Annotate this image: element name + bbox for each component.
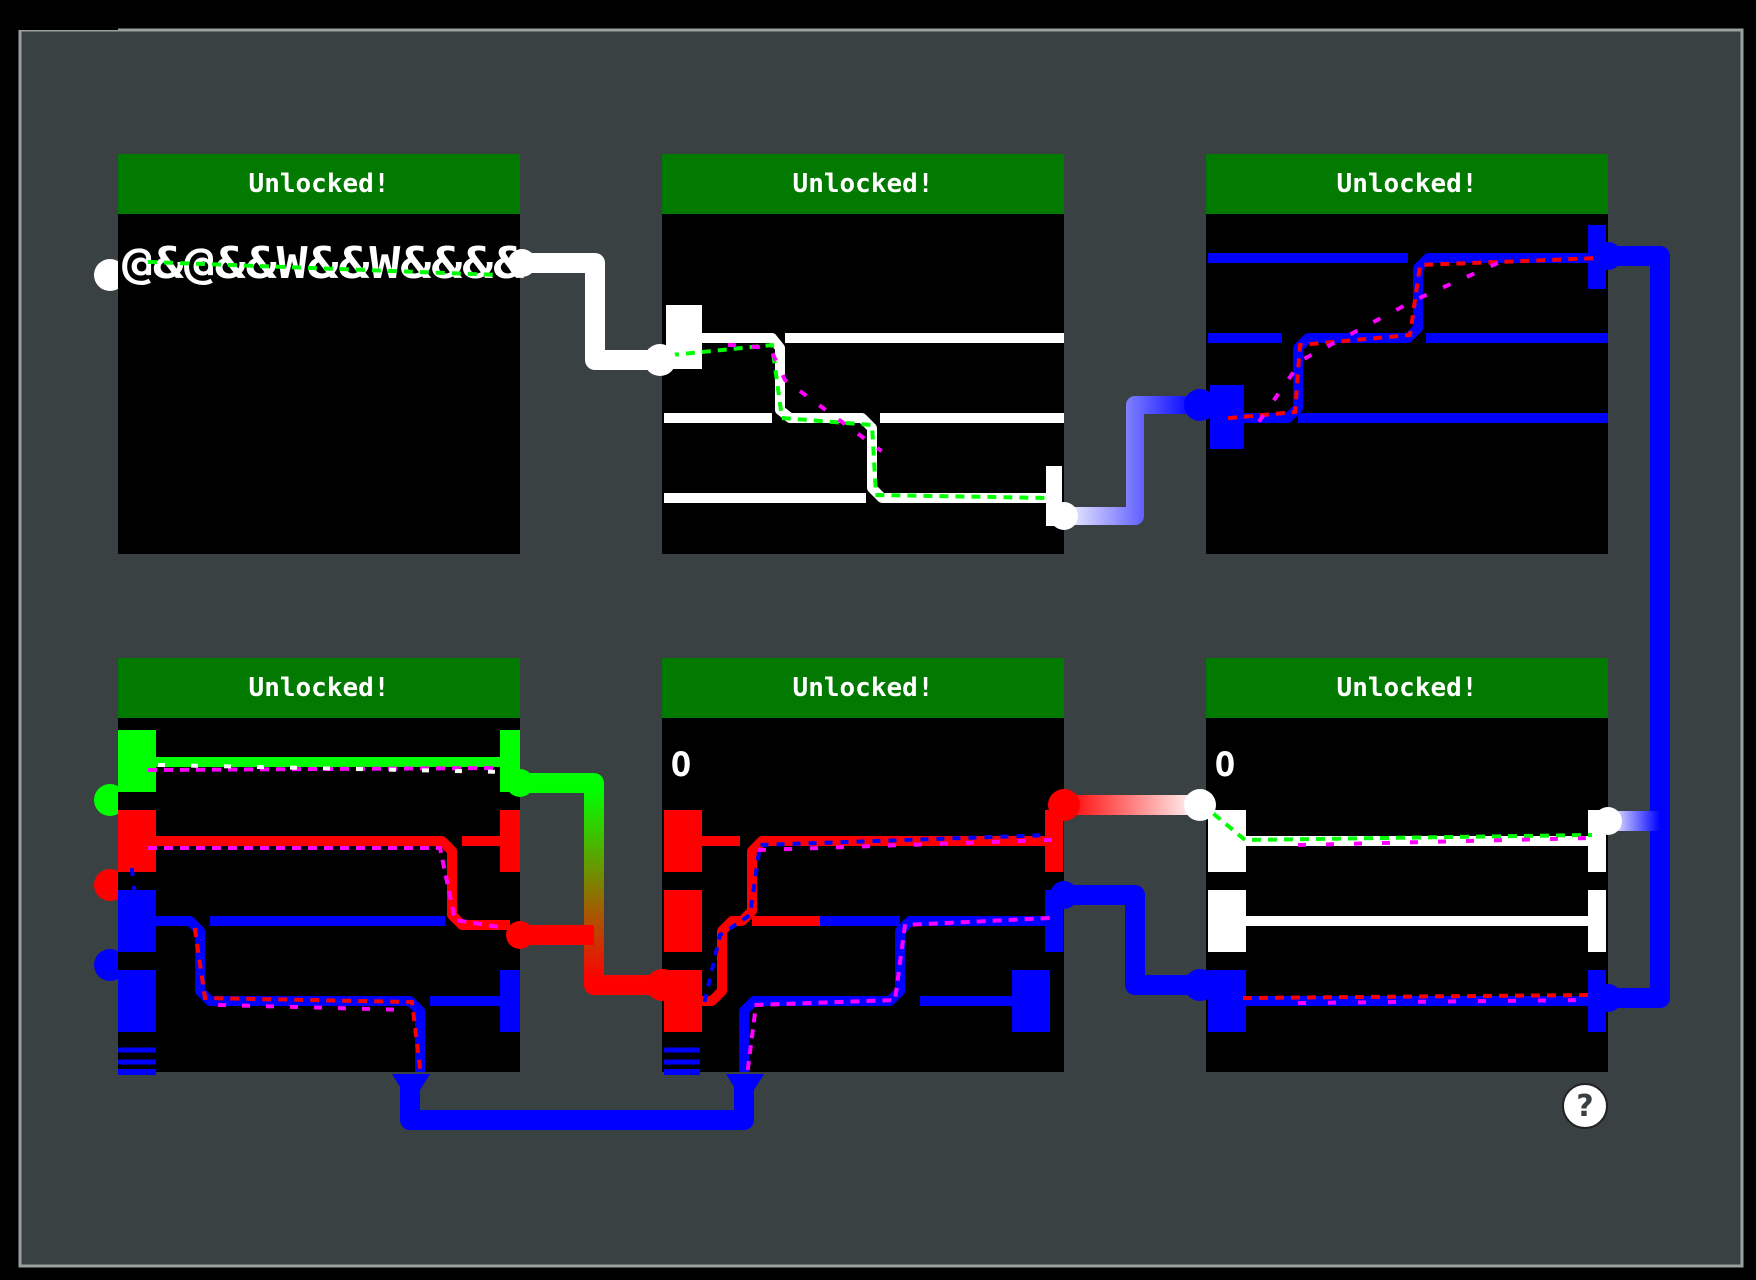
panel-status-header: Unlocked! — [118, 154, 520, 214]
help-button[interactable]: ? — [1562, 1083, 1608, 1129]
panel-status-header: Unlocked! — [1206, 658, 1608, 718]
panel-top-right[interactable]: Unlocked! — [1206, 154, 1608, 554]
help-icon: ? — [1576, 1088, 1594, 1124]
panel-body[interactable] — [118, 214, 520, 554]
frame-corner — [0, 0, 118, 30]
wire-bottom-loop — [400, 1080, 754, 1130]
wire-bottom-left-to-bottom-middle — [520, 773, 662, 995]
panel-status-header: Unlocked! — [662, 658, 1064, 718]
panel-bottom-right[interactable]: Unlocked! — [1206, 658, 1608, 1072]
wire-blue-bottom-middle-to-bottom-right — [1064, 885, 1200, 995]
panel-status-header: Unlocked! — [118, 658, 520, 718]
panel-top-left[interactable]: Unlocked! — [118, 154, 520, 554]
panel-status-header: Unlocked! — [662, 154, 1064, 214]
panel-body[interactable] — [662, 214, 1064, 554]
wire-top-right-to-bottom-right — [1608, 246, 1670, 1008]
panel-status-header: Unlocked! — [1206, 154, 1608, 214]
wire-top-left-to-top-middle — [520, 253, 660, 370]
panel-body[interactable] — [1206, 718, 1608, 1072]
panel-bottom-left[interactable]: Unlocked! — [118, 658, 520, 1072]
panel-body[interactable] — [1206, 214, 1608, 554]
panel-top-middle[interactable]: Unlocked! — [662, 154, 1064, 554]
panel-body[interactable] — [662, 718, 1064, 1072]
panel-body[interactable] — [118, 718, 520, 1072]
wire-top-middle-to-top-right — [1064, 396, 1200, 525]
panel-bottom-middle[interactable]: Unlocked! — [662, 658, 1064, 1072]
